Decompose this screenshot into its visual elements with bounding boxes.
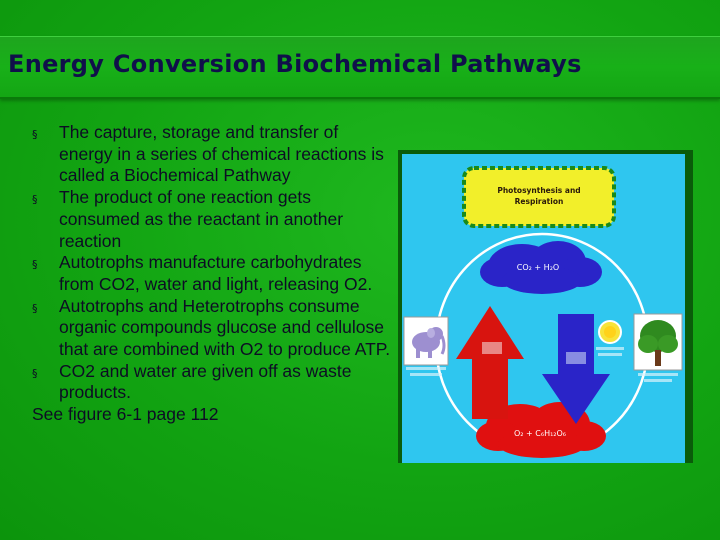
bullet-marker: § <box>32 193 38 207</box>
title-bar <box>0 36 720 99</box>
energy-stored-label-box <box>566 352 586 364</box>
bullet-text: The capture, storage and transfer of ene… <box>59 122 384 186</box>
energy-stored-arrow <box>542 314 610 424</box>
sun-caption <box>598 353 622 356</box>
bottom-cloud-label: O₂ + C₆H₁₂O₆ <box>514 429 566 438</box>
elephant-caption <box>406 367 446 370</box>
bullet-marker: § <box>32 301 38 315</box>
slide-title: Energy Conversion Biochemical Pathways <box>8 50 582 78</box>
bullet-item: § The capture, storage and transfer of e… <box>32 122 392 187</box>
pathway-figure: Photosynthesis and Respiration CO₂ + H₂O… <box>402 154 685 463</box>
bullet-text: The product of one reaction gets consume… <box>59 187 344 251</box>
bullet-marker: § <box>32 366 38 380</box>
bullet-item: § Autotrophs and Heterotrophs consume or… <box>32 296 392 361</box>
elephant-caption <box>410 373 442 376</box>
title-box-line2: Respiration <box>515 197 564 206</box>
sun-caption <box>596 347 624 350</box>
tree-icon <box>633 313 683 371</box>
tree-caption <box>644 379 672 382</box>
bullet-marker: § <box>32 258 38 272</box>
top-cloud <box>480 241 602 294</box>
title-box-line1: Photosynthesis and <box>497 186 580 195</box>
bullet-item: § The product of one reaction gets consu… <box>32 187 392 252</box>
bullet-text: Autotrophs manufacture carbohydrates fro… <box>59 252 373 294</box>
top-cloud-label: CO₂ + H₂O <box>517 263 559 272</box>
bullet-item: § CO2 and water are given off as waste p… <box>32 361 392 404</box>
elephant-icon <box>403 316 449 366</box>
tree-caption <box>638 373 678 376</box>
bullet-text: CO2 and water are given off as waste pro… <box>59 360 352 403</box>
energy-released-label-box <box>482 342 502 354</box>
energy-released-arrow <box>456 306 524 419</box>
pathway-diagram: Photosynthesis and Respiration CO₂ + H₂O… <box>403 166 683 458</box>
title-box <box>462 166 616 228</box>
bullet-item: § Autotrophs manufacture carbohydrates f… <box>32 252 392 295</box>
bullet-marker: § <box>32 128 38 141</box>
sun-icon <box>598 320 622 344</box>
figure-reference: See figure 6-1 page 112 <box>32 404 219 425</box>
bullet-list: § The capture, storage and transfer of e… <box>32 122 392 426</box>
bullet-text: Autotrophs and Heterotrophs consume orga… <box>59 295 391 360</box>
